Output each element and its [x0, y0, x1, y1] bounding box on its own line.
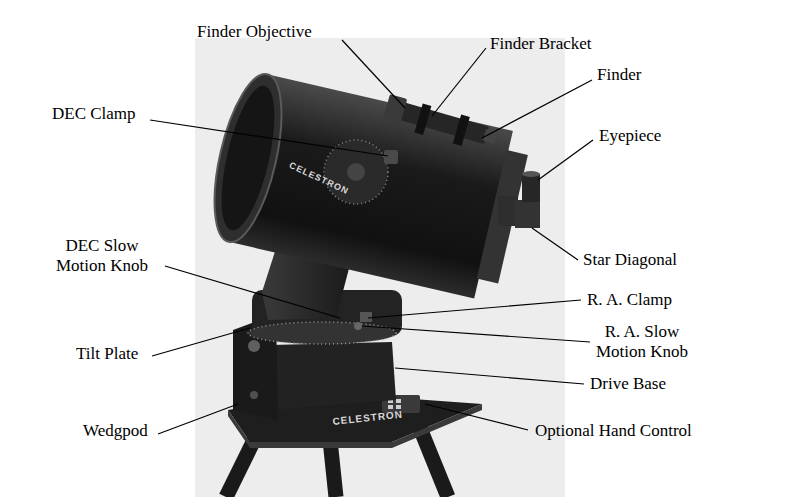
part-label: Optional Hand Control: [535, 421, 692, 441]
part-label: Star Diagonal: [583, 250, 677, 270]
part-label: Finder Bracket: [490, 34, 592, 54]
part-label: R. A. Slow Motion Knob: [583, 322, 701, 362]
part-label: DEC Clamp: [52, 104, 136, 124]
part-label: Eyepiece: [599, 126, 661, 146]
part-label: Finder: [597, 65, 641, 85]
part-label: Tilt Plate: [76, 344, 138, 364]
part-label: R. A. Clamp: [587, 290, 672, 310]
part-label: Wedgpod: [83, 421, 148, 441]
part-label: Finder Objective: [197, 22, 312, 42]
part-label: DEC Slow Motion Knob: [43, 236, 161, 276]
leader-lines: [150, 40, 593, 434]
part-label: Drive Base: [590, 374, 666, 394]
